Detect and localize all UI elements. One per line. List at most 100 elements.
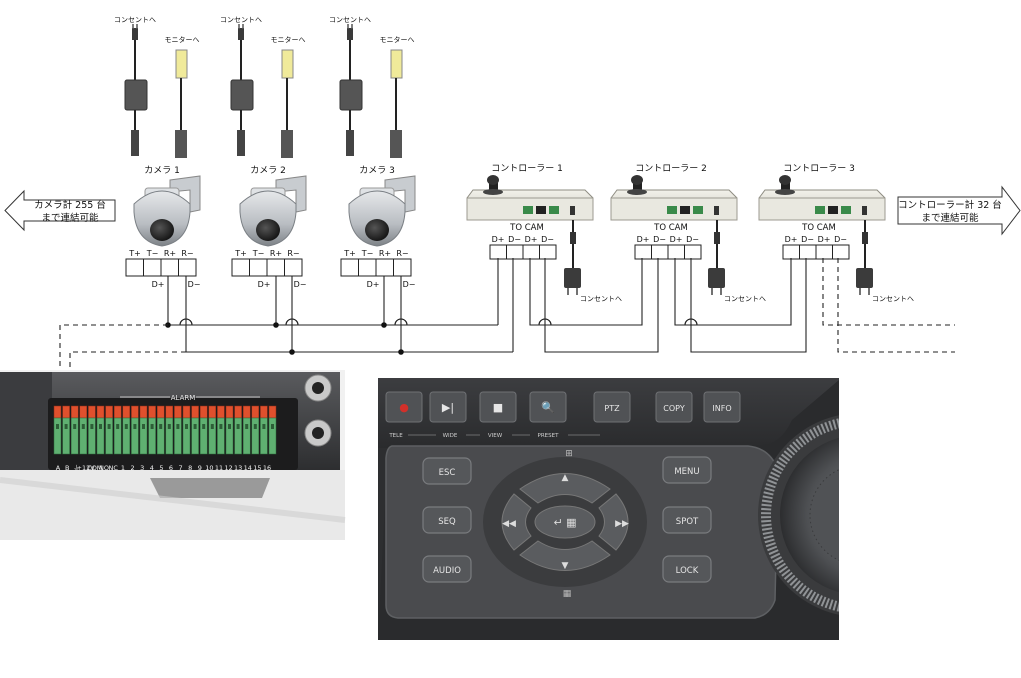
nav-center-label: ↵ ▦ — [553, 516, 576, 529]
dvr-lock-button[interactable]: LOCK — [662, 555, 712, 583]
controller-terminal-block: D+D−D+D− — [489, 235, 557, 260]
alarm-pin-label: 14 — [244, 464, 252, 472]
nav-left-button[interactable] — [501, 493, 532, 551]
dvr-top-label: PRESET — [538, 433, 560, 439]
nav-bottom-glyph: ▦ — [563, 589, 572, 599]
dvr-top-button-4[interactable]: 🔍 — [529, 391, 567, 423]
terminal-label: D+ — [525, 235, 538, 244]
left-arrow: カメラ計 255 台 まで連結可能 — [4, 189, 116, 232]
dvr-button-label: MENU — [674, 467, 699, 477]
alarm-pin-label: 11 — [215, 464, 223, 472]
terminal-label: D+ — [785, 235, 798, 244]
nav-down-label: ▼ — [562, 561, 569, 571]
alarm-pin-label: 13 — [234, 464, 242, 472]
monitor-label: モニターへ — [165, 35, 200, 44]
power-adapter-icon — [564, 268, 581, 288]
dvr-top-button-6[interactable]: COPY — [655, 391, 693, 423]
right-arrow: コントローラー計 32 台 まで連結可能 — [897, 185, 1021, 236]
dvr-top-label: WIDE — [443, 433, 458, 439]
monitor-label: モニターへ — [271, 35, 306, 44]
camera-terminal-block: T+T−R+R− — [125, 249, 197, 277]
dvr-top-label: VIEW — [488, 433, 503, 439]
terminal-label: D− — [508, 235, 521, 244]
alarm-pin-label: 4 — [150, 464, 154, 472]
dvr-seq-button[interactable]: SEQ — [422, 506, 472, 534]
terminal-label: D+ — [492, 235, 505, 244]
alarm-pin-label: +12V — [77, 464, 96, 472]
bnc-connector-icon — [281, 49, 294, 79]
alarm-pin-label: 12 — [224, 464, 232, 472]
alarm-pin-label: NC — [108, 464, 118, 472]
nav-right-label: ▶▶ — [615, 519, 629, 529]
dvr-top-button-1[interactable]: ● — [385, 391, 423, 423]
terminal-label: T− — [146, 249, 159, 258]
terminal-label: R− — [396, 249, 408, 258]
to-cam-label: TO CAM — [653, 223, 688, 233]
dvr-top-button-label: COPY — [663, 404, 685, 413]
outlet-label: コンセントへ — [114, 16, 156, 24]
dvr-spot-button[interactable]: SPOT — [662, 506, 712, 534]
terminal-label: D− — [834, 235, 847, 244]
dvr-button-label: SPOT — [676, 517, 699, 527]
nav-left-label: ◀◀ — [502, 519, 516, 529]
dvr-top-button-label: PTZ — [604, 404, 620, 413]
nav-up-button[interactable] — [519, 473, 611, 504]
dvr-top-button-label: ■ — [493, 401, 503, 414]
terminal-label: D− — [541, 235, 554, 244]
outlet-label: コンセントへ — [872, 295, 914, 303]
dminus-label: D− — [403, 280, 416, 289]
alarm-pin-label: ⏚ — [73, 464, 80, 472]
nav-right-button[interactable] — [598, 493, 629, 551]
terminal-label: R+ — [379, 249, 391, 258]
controller-terminal-block: D+D−D+D− — [634, 235, 702, 260]
dplus-label: D+ — [152, 280, 165, 289]
to-cam-label: TO CAM — [801, 223, 836, 233]
alarm-pin-label: A — [56, 464, 61, 472]
terminal-label: D+ — [637, 235, 650, 244]
dvr-top-button-5[interactable]: PTZ — [593, 391, 631, 423]
dvr-menu-button[interactable]: MENU — [662, 456, 712, 484]
controller-label: コントローラー 1 — [491, 163, 563, 174]
alarm-pin-label: 16 — [263, 464, 271, 472]
nav-down-button[interactable] — [519, 540, 611, 571]
camera-label: カメラ 3 — [359, 165, 395, 176]
terminal-label: T+ — [234, 249, 247, 258]
dvr-esc-button[interactable]: ESC — [422, 457, 472, 485]
terminal-label: D+ — [670, 235, 683, 244]
terminal-label: R− — [181, 249, 193, 258]
dvr-top-button-2[interactable]: ▶| — [429, 391, 467, 423]
dome-camera-icon — [239, 175, 307, 247]
alarm-pin-label: 3 — [140, 464, 144, 472]
dvr-button-label: SEQ — [438, 517, 456, 527]
dvr-top-button-3[interactable]: ■ — [479, 391, 517, 423]
camera-terminal-block: T+T−R+R− — [231, 249, 303, 277]
terminal-label: R− — [287, 249, 299, 258]
terminal-label: T+ — [343, 249, 356, 258]
power-adapter-icon — [339, 79, 363, 111]
alarm-header: ALARM — [171, 394, 196, 402]
dplus-label: D+ — [258, 280, 271, 289]
nav-enter-button[interactable] — [534, 505, 596, 539]
dvr-top-button-label: ▶| — [442, 401, 454, 414]
dminus-label: D− — [294, 280, 307, 289]
bnc-connector-icon — [175, 49, 188, 79]
left-arrow-line1: カメラ計 255 台 — [34, 199, 106, 211]
dvr-audio-button[interactable]: AUDIO — [422, 555, 472, 583]
ptz-keyboard-icon — [610, 175, 738, 221]
dvr-top-button-7[interactable]: INFO — [703, 391, 741, 423]
alarm-pin-label: 8 — [188, 464, 192, 472]
terminal-label: D− — [653, 235, 666, 244]
dome-camera-icon — [133, 175, 201, 247]
dvr-top-button-label: 🔍 — [541, 400, 555, 414]
dvr-button-label: LOCK — [676, 566, 699, 576]
alarm-pin-label: 9 — [198, 464, 202, 472]
